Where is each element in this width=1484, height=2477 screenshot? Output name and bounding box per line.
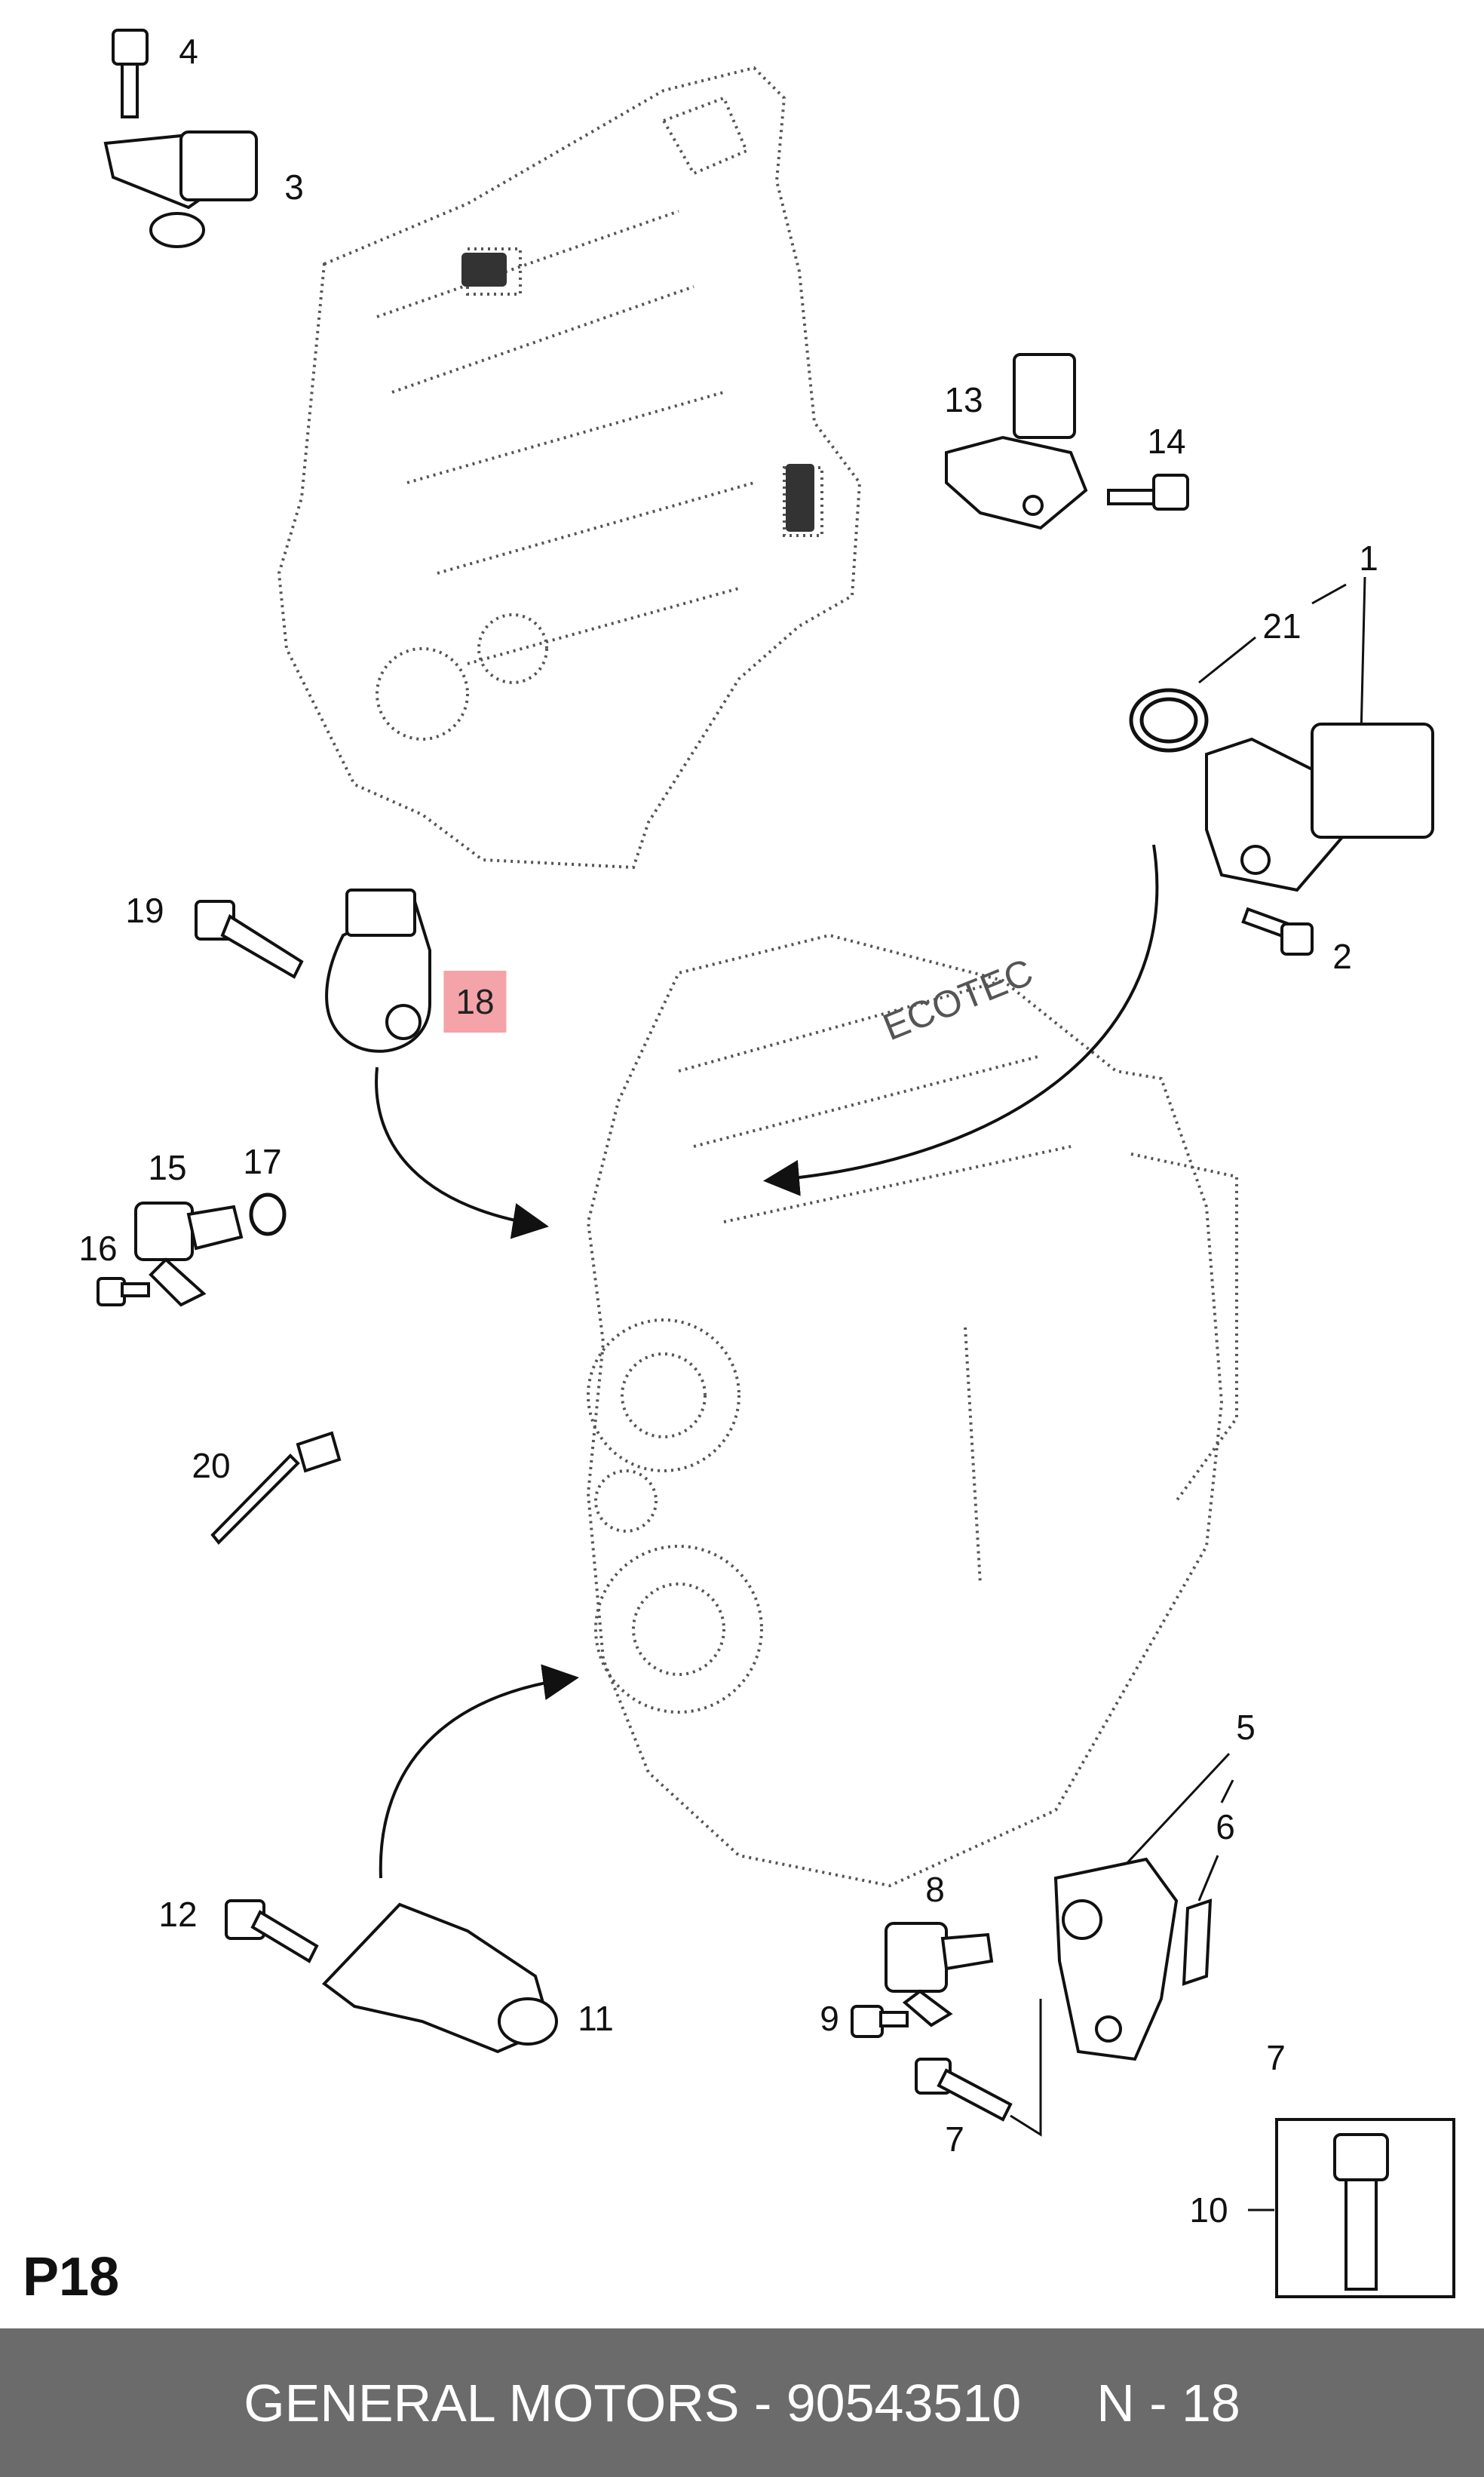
sensor-part-3: [103, 130, 258, 248]
callout-1: 1: [1359, 539, 1378, 578]
callout-21: 21: [1262, 606, 1302, 646]
oring-part-17: [249, 1192, 287, 1236]
callout-13: 13: [944, 380, 983, 419]
leader-arrows: [375, 844, 1159, 1879]
callout-7: 7: [945, 2119, 964, 2159]
parts-diagram: ECOTEC: [97, 29, 1455, 2298]
bracket-part-5: [1053, 1857, 1179, 2061]
sensor-part-8: [885, 1922, 994, 2027]
bolt-part-2: [1241, 907, 1314, 956]
callout-14: 14: [1147, 422, 1186, 461]
bolt-part-12: [225, 1899, 319, 1963]
bolt-part-7: [915, 2058, 1013, 2122]
oring-part-21: [1129, 688, 1209, 753]
sensor-part-11: [322, 1902, 558, 2054]
bolt-part-4: [112, 29, 149, 118]
upper-engine-sensors: [461, 253, 814, 532]
callout-5: 5: [1236, 1708, 1256, 1747]
gasket-part-6: [1182, 1898, 1213, 1986]
callout-18-highlighted: 18: [443, 971, 507, 1033]
sensor-part-18: [325, 889, 431, 1053]
callout-12: 12: [158, 1895, 198, 1934]
probe-part-20: [210, 1431, 342, 1545]
lower-engine-drawing: [586, 933, 1238, 1888]
footer-bar: GENERAL MOTORS - 90543510 N - 18: [0, 2328, 1484, 2477]
callout-16: 16: [78, 1229, 118, 1268]
callout-8: 8: [925, 1870, 945, 1909]
sensor-part-15: [134, 1202, 244, 1307]
inset-box-part-10: [1275, 2118, 1455, 2298]
callout-4: 4: [179, 32, 198, 71]
footer-part-number: GENERAL MOTORS - 90543510: [244, 2373, 1022, 2432]
bolt-part-19: [195, 900, 304, 979]
callout-7-inset: 7: [1266, 2038, 1286, 2077]
bolt-part-9: [851, 2005, 909, 2038]
callout-10: 10: [1189, 2190, 1228, 2230]
footer-page-reference: N - 18: [1096, 2373, 1240, 2432]
sensor-part-13: [945, 353, 1088, 530]
callout-15: 15: [148, 1148, 187, 1187]
ecotec-engraving: ECOTEC: [877, 950, 1038, 1048]
bolt-part-10: [1333, 2133, 1389, 2291]
callout-20: 20: [192, 1446, 231, 1485]
callout-19: 19: [125, 891, 164, 930]
page-code: P18: [23, 2247, 120, 2307]
upper-engine-drawing: [277, 66, 862, 870]
callout-2: 2: [1332, 937, 1352, 976]
sensor-part-1: [1205, 723, 1434, 892]
callout-9: 9: [820, 1999, 839, 2038]
leader-lines: [1010, 576, 1366, 2211]
bolt-part-16: [97, 1277, 150, 1306]
bolt-part-14: [1107, 474, 1189, 511]
callout-11: 11: [578, 1999, 614, 2038]
callout-6: 6: [1216, 1807, 1235, 1846]
callout-17: 17: [243, 1142, 282, 1181]
callout-3: 3: [284, 167, 304, 207]
